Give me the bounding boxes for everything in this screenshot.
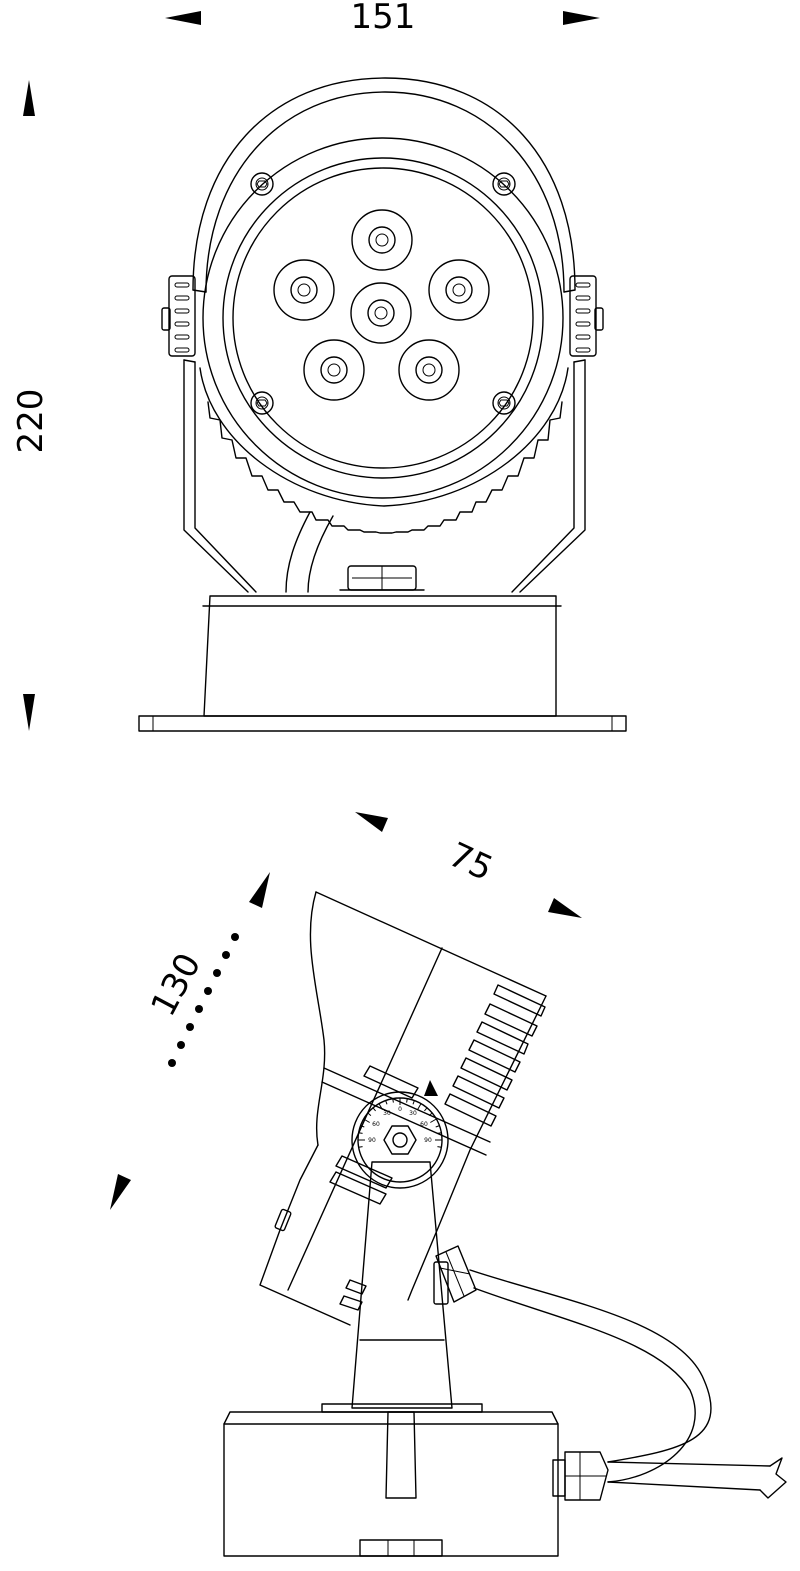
dial-tick	[378, 1103, 383, 1110]
dial-tick	[424, 1107, 428, 1112]
height-arrow-bottom	[23, 694, 35, 731]
front-hex-nut	[339, 565, 425, 591]
front-yoke	[183, 359, 586, 593]
dial-ticks	[358, 1098, 442, 1148]
tilt-height-dimension: 130	[110, 872, 270, 1210]
dial-scale-label: 0	[398, 1106, 402, 1113]
dial-tick	[385, 1100, 388, 1105]
dial-tick	[367, 1112, 372, 1116]
dial-scale-label: 90	[368, 1137, 376, 1144]
dial-tick	[417, 1103, 422, 1110]
width-label: 151	[351, 0, 416, 37]
height-label: 220	[11, 389, 51, 454]
depth-label: 75	[443, 835, 499, 890]
front-view: 151 220	[11, 0, 627, 732]
dial-hex-bolt	[383, 1125, 417, 1155]
base-cable-gland	[552, 1451, 609, 1501]
led-lens	[428, 259, 490, 321]
width-arrow-right	[563, 11, 600, 25]
depth-arrow-lower	[548, 898, 582, 918]
led-lens	[303, 339, 365, 401]
screw-bottom-right	[492, 391, 516, 415]
dial-tick	[437, 1146, 442, 1148]
lamp-front-face	[202, 137, 564, 499]
right-tilt-knob	[569, 275, 604, 357]
face-screws	[250, 172, 516, 415]
width-arrow-left	[165, 11, 201, 25]
led-lens	[398, 339, 460, 401]
front-cable	[285, 511, 334, 593]
dial-tick	[372, 1107, 376, 1112]
front-hood	[192, 77, 576, 293]
depth-arrow-upper	[355, 812, 388, 832]
screw-bottom-left	[250, 391, 274, 415]
dial-scale-labels: 90 60 30 0 30 60 90	[368, 1106, 432, 1144]
side-cable-gland	[433, 1245, 477, 1305]
dial-tick	[392, 1098, 394, 1103]
dial-tick	[437, 1132, 442, 1134]
dial-tick	[360, 1125, 365, 1128]
screw-top-left	[250, 172, 274, 196]
side-lamp-body	[259, 891, 547, 1326]
side-yoke-arm	[351, 1161, 453, 1409]
dial-tick	[430, 1118, 437, 1123]
tilt-dial: 90 60 30 0 30 60 90	[351, 1080, 449, 1189]
left-tilt-knob	[161, 275, 196, 357]
dial-scale-label: 60	[420, 1121, 428, 1128]
dial-tick	[412, 1100, 415, 1105]
dial-tick	[435, 1125, 440, 1128]
led-lens	[351, 209, 413, 271]
led-lenses	[273, 209, 490, 401]
dotted-guide	[168, 933, 239, 1067]
dial-scale-label: 60	[372, 1121, 380, 1128]
front-base	[138, 595, 627, 732]
side-cable	[469, 1269, 787, 1499]
dial-scale-label: 30	[383, 1110, 391, 1117]
dial-pointer	[424, 1080, 438, 1096]
side-base	[223, 1403, 559, 1557]
side-view: 75 130	[110, 812, 787, 1557]
dial-tick	[428, 1112, 433, 1116]
dial-scale-label: 90	[424, 1137, 432, 1144]
tilt-arrow-upper	[249, 872, 270, 908]
led-lens	[350, 282, 412, 344]
led-lens	[273, 259, 335, 321]
screw-top-right	[492, 172, 516, 196]
dial-tick	[358, 1146, 363, 1148]
height-dimension: 220	[11, 80, 51, 731]
dial-scale-label: 30	[409, 1110, 417, 1117]
dial-tick	[363, 1118, 370, 1123]
dial-tick	[358, 1132, 363, 1134]
width-dimension: 151	[165, 0, 600, 37]
heatsink-fins	[199, 367, 569, 534]
depth-dimension: 75	[355, 812, 582, 918]
tilt-arrow-lower	[110, 1174, 131, 1210]
dial-tick	[406, 1098, 408, 1103]
height-arrow-top	[23, 80, 35, 116]
